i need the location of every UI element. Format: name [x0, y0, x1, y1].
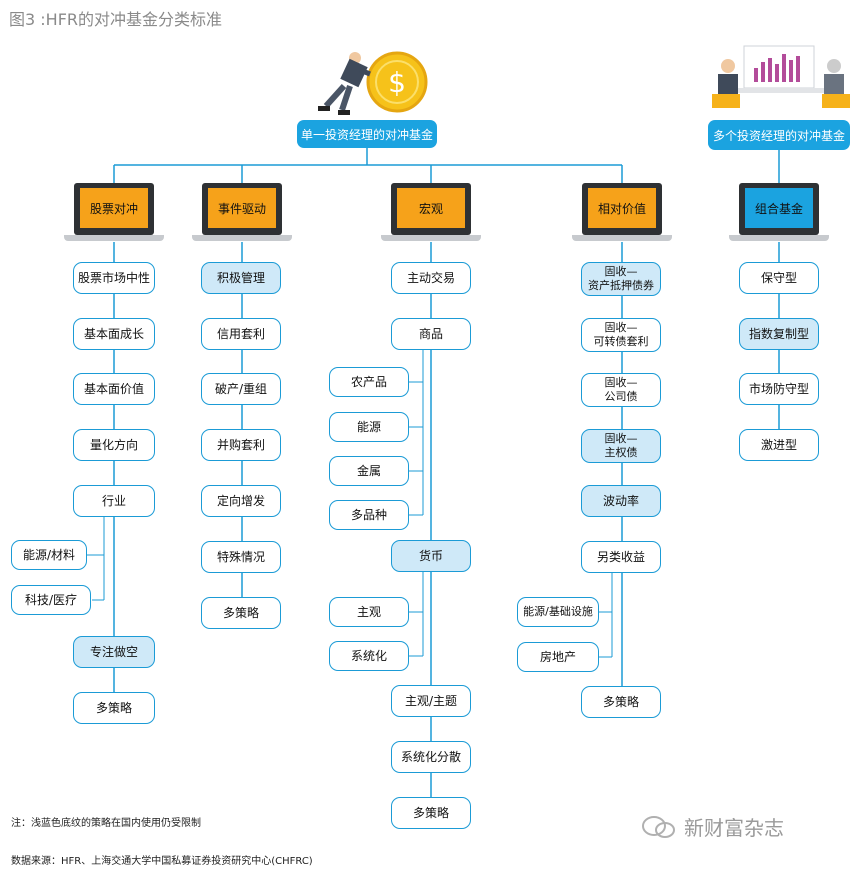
strategy-node: 商品	[391, 318, 471, 350]
strategy-subnode: 能源/基础设施	[517, 597, 599, 627]
category-relative-value: 相对价值	[588, 188, 656, 228]
multi-manager-root: 多个投资经理的对冲基金	[708, 120, 850, 150]
strategy-node: 信用套利	[201, 318, 281, 350]
strategy-node: 固收— 公司债	[581, 373, 661, 407]
strategy-node: 破产/重组	[201, 373, 281, 405]
strategy-node: 市场防守型	[739, 373, 819, 405]
strategy-subnode: 能源/材料	[11, 540, 87, 570]
category-equity-hedge: 股票对冲	[80, 188, 148, 228]
strategy-node: 股票市场中性	[73, 262, 155, 294]
laptop-equity: 股票对冲	[64, 183, 164, 243]
strategy-node: 多策略	[391, 797, 471, 829]
strategy-subnode: 多品种	[329, 500, 409, 530]
strategy-node: 激进型	[739, 429, 819, 461]
brand-watermark: 新财富杂志	[640, 812, 784, 841]
strategy-node: 特殊情况	[201, 541, 281, 573]
strategy-node-restricted: 波动率	[581, 485, 661, 517]
strategy-subnode: 科技/医疗	[11, 585, 91, 615]
strategy-node: 固收— 可转债套利	[581, 318, 661, 352]
category-event-driven: 事件驱动	[208, 188, 276, 228]
strategy-node: 并购套利	[201, 429, 281, 461]
single-manager-root: 单一投资经理的对冲基金	[297, 120, 437, 148]
strategy-subnode: 房地产	[517, 642, 599, 672]
laptop-relative: 相对价值	[572, 183, 672, 243]
figure-title: 图3 :HFR的对冲基金分类标准	[9, 10, 223, 29]
meeting-illustration	[706, 42, 856, 122]
footnote: 注：浅蓝色底纹的策略在国内使用仍受限制	[11, 818, 201, 829]
category-macro: 宏观	[397, 188, 465, 228]
strategy-node: 行业	[73, 485, 155, 517]
laptop-fof: 组合基金	[729, 183, 829, 243]
strategy-node-restricted: 固收— 主权债	[581, 429, 661, 463]
strategy-node: 多策略	[581, 686, 661, 718]
strategy-node: 定向增发	[201, 485, 281, 517]
strategy-node: 主观/主题	[391, 685, 471, 717]
strategy-node: 多策略	[73, 692, 155, 724]
strategy-node: 量化方向	[73, 429, 155, 461]
strategy-node-restricted: 指数复制型	[739, 318, 819, 350]
category-fund-of-funds: 组合基金	[745, 188, 813, 228]
coin-pushing-illustration: $	[308, 48, 428, 118]
laptop-macro: 宏观	[381, 183, 481, 243]
data-source: 数据来源：HFR、上海交通大学中国私募证券投资研究中心(CHFRC)	[11, 856, 313, 867]
brand-name: 新财富杂志	[684, 816, 784, 840]
strategy-subnode: 农产品	[329, 367, 409, 397]
strategy-node: 多策略	[201, 597, 281, 629]
strategy-node-restricted: 货币	[391, 540, 471, 572]
strategy-subnode: 金属	[329, 456, 409, 486]
strategy-node-restricted: 专注做空	[73, 636, 155, 668]
strategy-node-restricted: 积极管理	[201, 262, 281, 294]
wechat-icon	[640, 814, 678, 840]
strategy-node: 另类收益	[581, 541, 661, 573]
strategy-node: 主动交易	[391, 262, 471, 294]
strategy-node-restricted: 固收— 资产抵押债券	[581, 262, 661, 296]
strategy-subnode: 主观	[329, 597, 409, 627]
strategy-subnode: 能源	[329, 412, 409, 442]
svg-text:$: $	[388, 66, 406, 99]
strategy-node: 系统化分散	[391, 741, 471, 773]
strategy-node: 保守型	[739, 262, 819, 294]
strategy-node: 基本面价值	[73, 373, 155, 405]
strategy-node: 基本面成长	[73, 318, 155, 350]
strategy-subnode: 系统化	[329, 641, 409, 671]
laptop-event: 事件驱动	[192, 183, 292, 243]
